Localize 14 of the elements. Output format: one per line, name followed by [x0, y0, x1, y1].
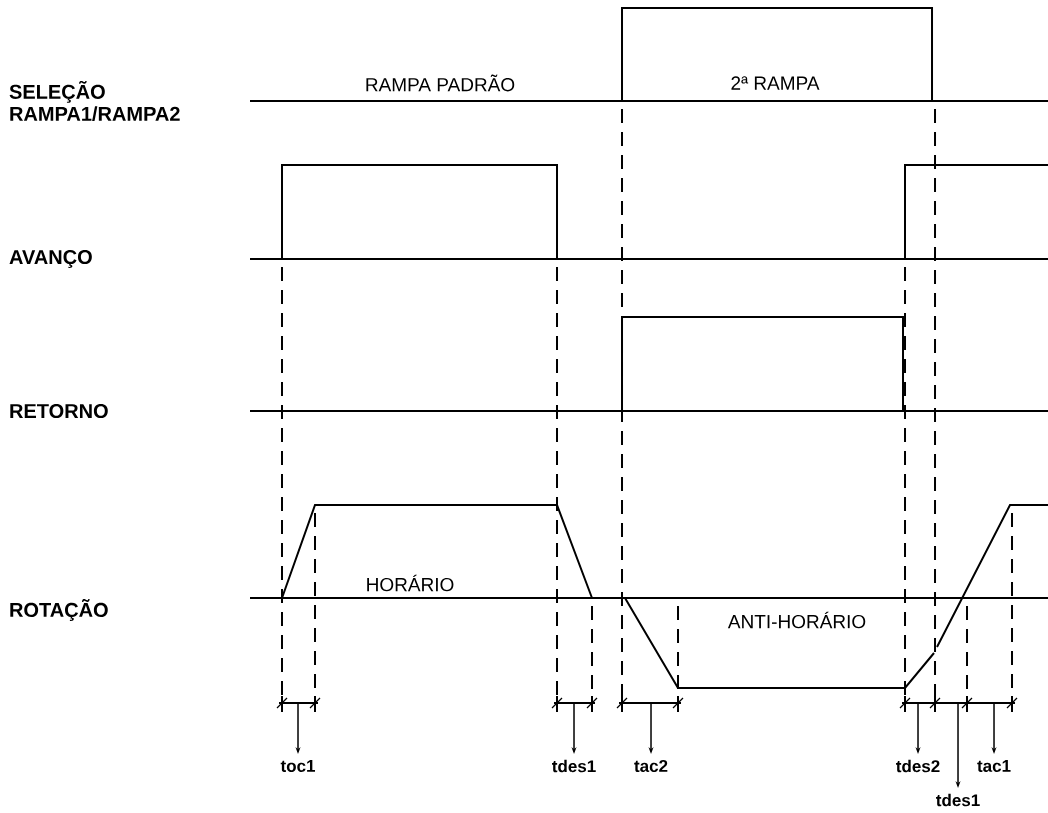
signal-label: SELEÇÃO RAMPA1/RAMPA2 [9, 80, 180, 122]
time-label: tdes2 [896, 759, 940, 773]
time-label: tac2 [634, 760, 668, 773]
time-label: tac1 [977, 760, 1011, 772]
time-label: toc1 [280, 760, 315, 772]
time-label: tdes1 [936, 793, 980, 807]
signal-label: RETORNO [10, 403, 108, 419]
signal-label: ROTAÇÃO [10, 599, 108, 621]
state-label: ANTI-HORÁRIO [727, 611, 866, 629]
state-label: 2ª RAMPA [731, 76, 820, 90]
state-label: HORÁRIO [367, 574, 454, 592]
state-label: RAMPA PADRÃO [366, 74, 515, 92]
time-label: tdes1 [552, 759, 596, 773]
signal-label: AVANÇO [9, 249, 92, 269]
